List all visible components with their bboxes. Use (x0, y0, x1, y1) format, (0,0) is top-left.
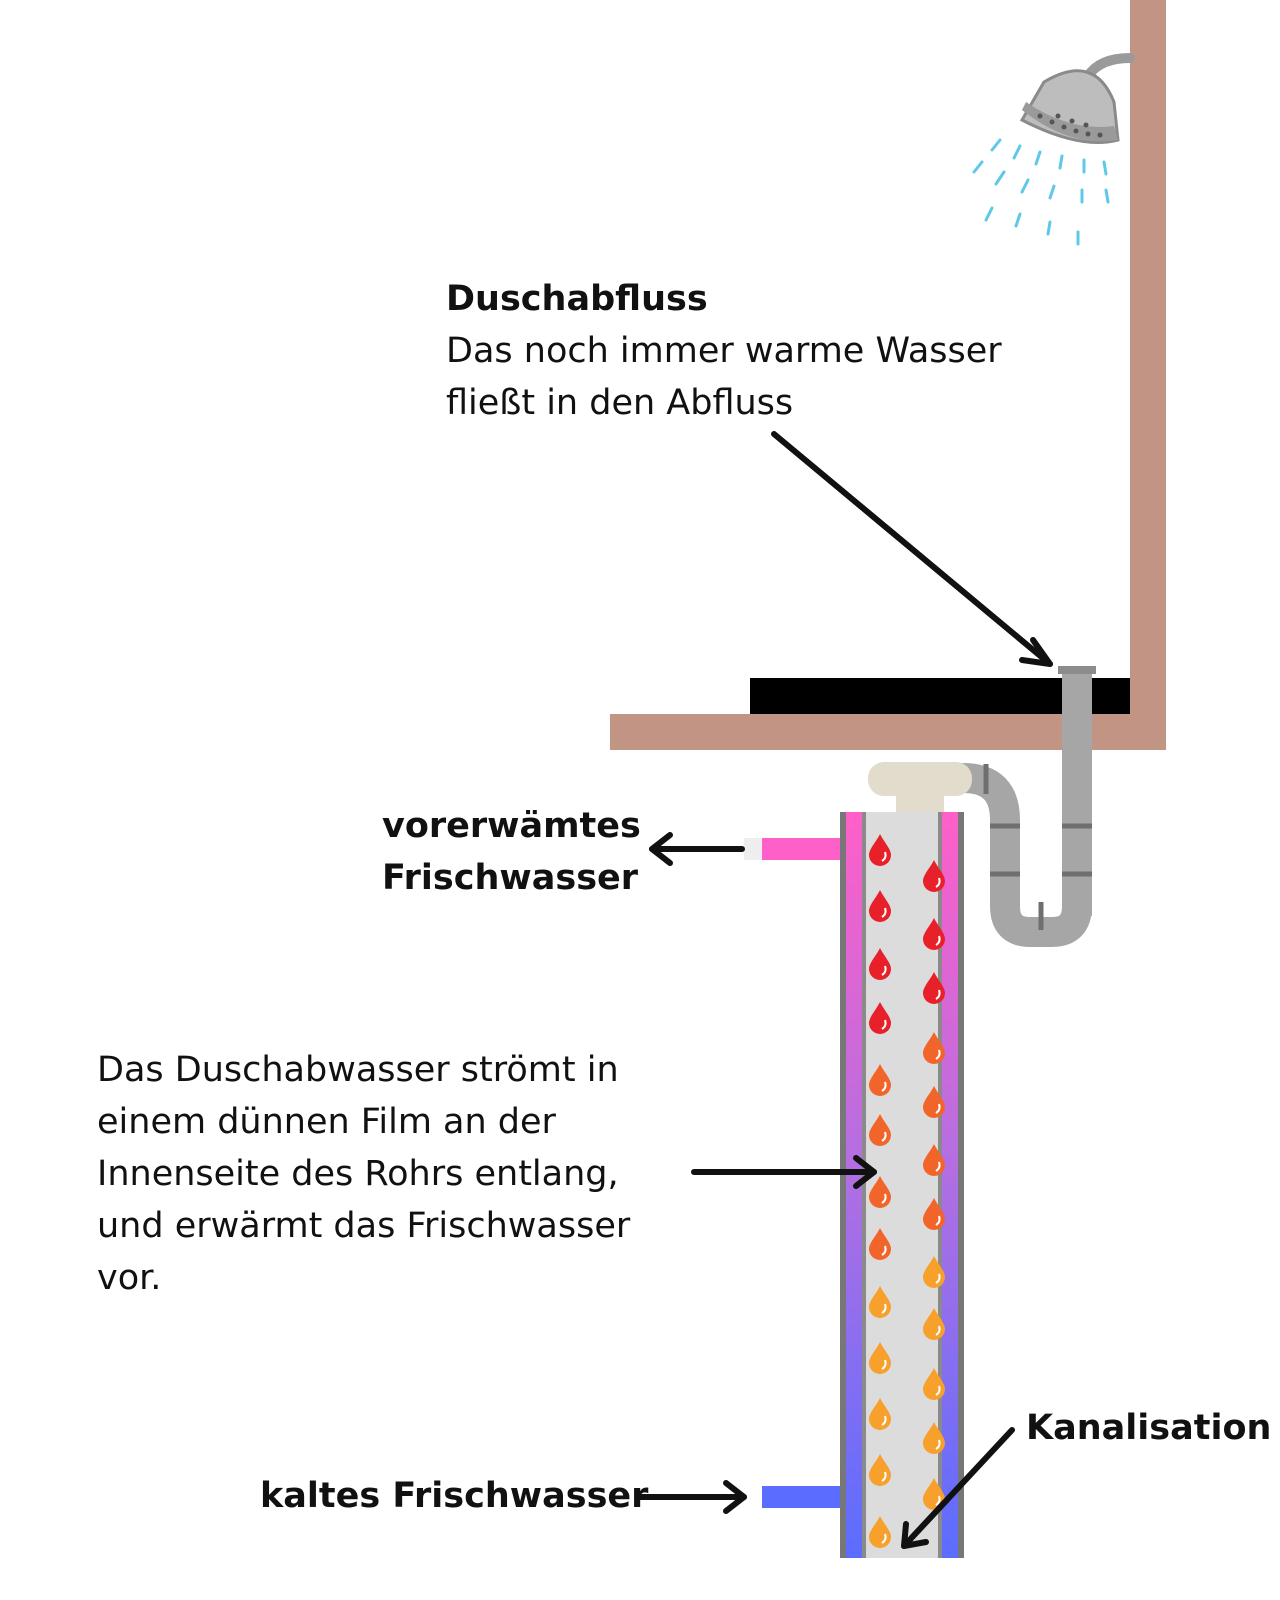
arrow-icon (901, 1427, 1015, 1549)
film-description-line5: vor. (97, 1258, 162, 1298)
drain-description-line1: Das noch immer warme Wasser (446, 331, 1002, 371)
drain-title: Duschabfluss (446, 279, 708, 319)
water-drop-highlight (881, 1359, 887, 1370)
water-drop-highlight (935, 1385, 941, 1396)
sewer-label: Kanalisation (1026, 1408, 1272, 1448)
water-drop-highlight (881, 1303, 887, 1314)
water-drop-highlight (935, 1439, 941, 1450)
water-drop-highlight (935, 935, 941, 946)
film-description-line4: und erwärmt das Frischwasser (97, 1206, 631, 1246)
preheated-label-line1: vorerwämtes (382, 806, 641, 846)
water-drop-highlight (935, 1325, 941, 1336)
water-drop-highlight (881, 1245, 887, 1256)
water-drop-highlight (935, 1161, 941, 1172)
water-drop-highlight (881, 1533, 887, 1544)
arrows (637, 431, 1053, 1549)
bathroom-wall (1130, 0, 1166, 750)
preheated-label-line2: Frischwasser (382, 858, 639, 898)
film-description-line1: Das Duschabwasser strömt in (97, 1050, 619, 1090)
water-drop-highlight (881, 907, 887, 918)
water-drop-highlight (881, 965, 887, 976)
water-drop-highlight (881, 1415, 887, 1426)
water-drop-highlight (935, 1495, 941, 1506)
cold-water-label: kaltes Frischwasser (260, 1476, 649, 1516)
water-drop-highlight (935, 989, 941, 1000)
water-drops (869, 834, 945, 1548)
water-drop-highlight (881, 1081, 887, 1092)
arrow-icon (771, 431, 1053, 667)
preheated-water-outlet (762, 838, 840, 860)
preheated-outlet-cap (744, 838, 762, 860)
water-drop-highlight (935, 1103, 941, 1114)
water-drop-highlight (881, 1193, 887, 1204)
drain-pipe (940, 666, 1096, 947)
film-description-line2: einem dünnen Film an der (97, 1102, 556, 1142)
water-drop-highlight (881, 851, 887, 862)
arrow-icon (637, 1480, 747, 1514)
arrow-icon (691, 1155, 877, 1189)
water-drop-highlight (881, 1019, 887, 1030)
water-drop-highlight (935, 1215, 941, 1226)
drain-description-line2: fließt in den Abfluss (446, 383, 794, 423)
water-drop-highlight (881, 1471, 887, 1482)
water-drop-highlight (935, 1273, 941, 1284)
film-description-line3: Innenseite des Rohrs entlang, (97, 1154, 619, 1194)
shower-head-icon (1019, 53, 1135, 144)
water-drop-highlight (935, 1049, 941, 1060)
pipe-fitting (868, 762, 972, 812)
cold-water-inlet (762, 1486, 840, 1508)
water-drop-highlight (881, 1131, 887, 1142)
water-spray (972, 138, 1110, 246)
arrow-icon (649, 832, 745, 866)
water-drop-highlight (935, 877, 941, 888)
